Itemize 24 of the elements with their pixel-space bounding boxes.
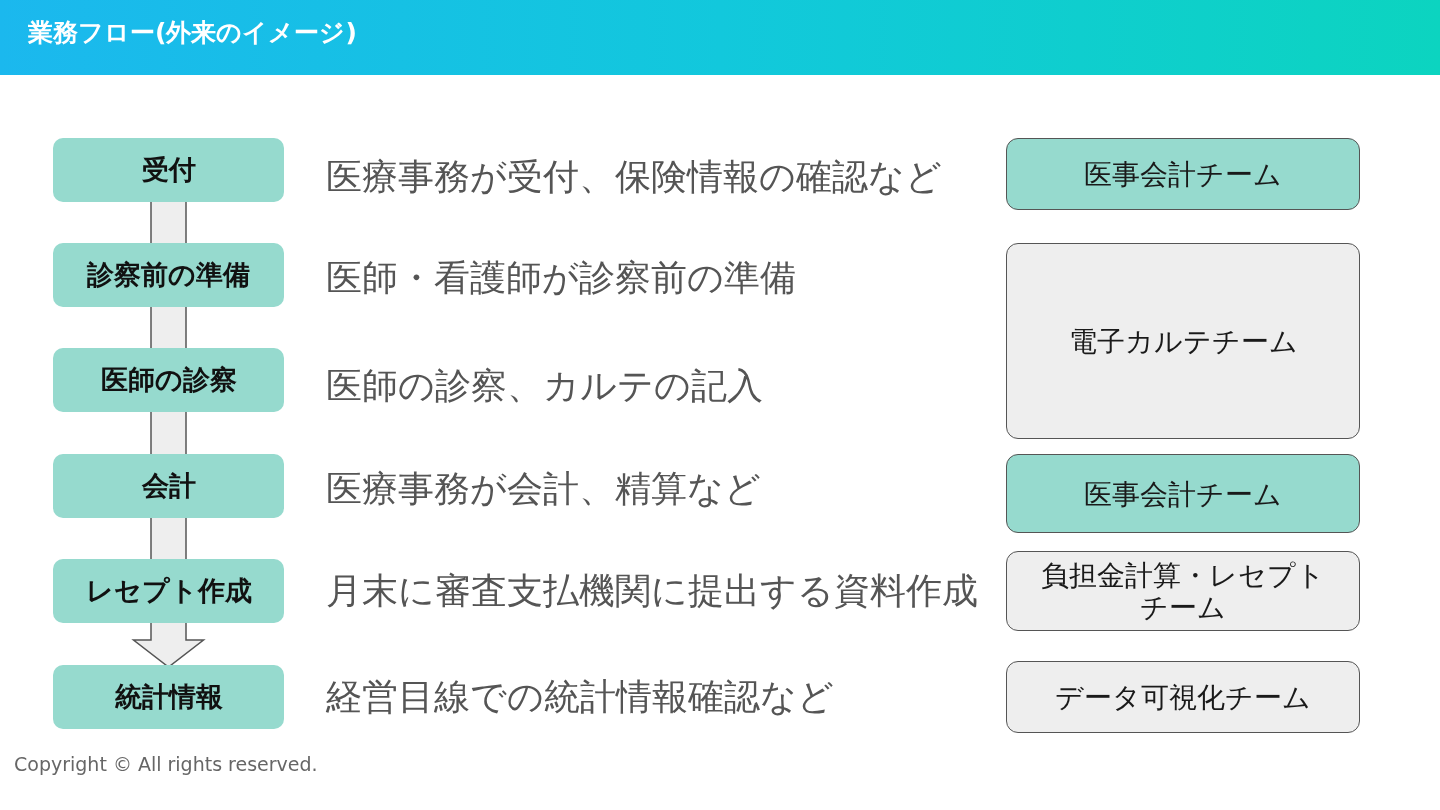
flow-arrow: [131, 621, 206, 668]
step-box: 統計情報: [53, 665, 284, 729]
arrow-shaft: [150, 410, 187, 456]
team-box: データ可視化チーム: [1006, 661, 1360, 733]
team-box: 電子カルテチーム: [1006, 243, 1360, 439]
copyright-notice: Copyright © All rights reserved.: [14, 752, 318, 777]
step-box: 診察前の準備: [53, 243, 284, 307]
team-box: 医事会計チーム: [1006, 454, 1360, 533]
step-description: 医師の診察、カルテの記入: [326, 364, 763, 408]
step-description: 医療事務が会計、精算など: [326, 467, 761, 511]
step-box: 会計: [53, 454, 284, 518]
step-description: 医師・看護師が診察前の準備: [326, 256, 796, 300]
arrow-shaft: [150, 200, 187, 245]
step-description: 医療事務が受付、保険情報の確認など: [326, 155, 942, 199]
step-box: 受付: [53, 138, 284, 202]
team-box: 負担金計算・レセプトチーム: [1006, 551, 1360, 631]
step-box: 医師の診察: [53, 348, 284, 412]
step-description: 経営目線での統計情報確認など: [326, 675, 834, 719]
team-box: 医事会計チーム: [1006, 138, 1360, 210]
step-description: 月末に審査支払機関に提出する資料作成: [326, 569, 978, 613]
step-box: レセプト作成: [53, 559, 284, 623]
arrow-shaft: [150, 305, 187, 350]
arrow-shaft: [150, 516, 187, 561]
title: 業務フロー(外来のイメージ): [28, 17, 357, 49]
